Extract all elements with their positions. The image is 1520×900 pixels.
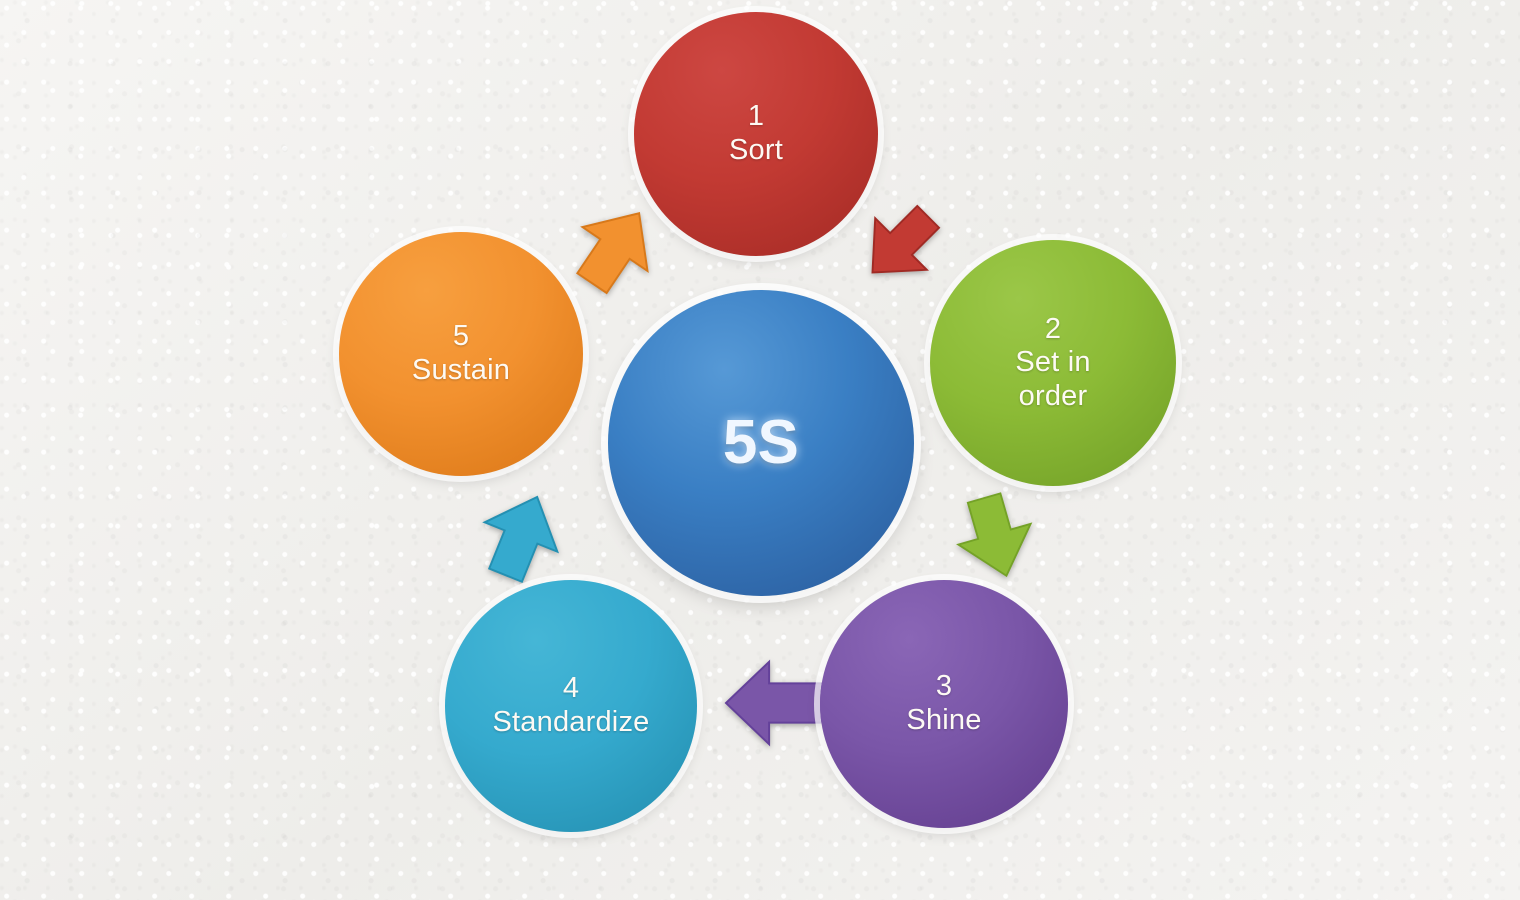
arrow-sustain-to-sort (575, 212, 649, 295)
node-standardize-name: Standardize (492, 706, 650, 738)
node-sustain[interactable]: 5 Sustain (339, 232, 583, 476)
node-sustain-label: 5 Sustain (406, 320, 516, 387)
center-node-5s[interactable]: 5S (608, 290, 914, 596)
node-set-in-order-label: 2 Set in order (1009, 313, 1096, 414)
node-standardize-label: 4 Standardize (487, 672, 656, 739)
center-node-label: 5S (722, 408, 800, 478)
node-set-in-order[interactable]: 2 Set in order (930, 240, 1176, 486)
node-shine-name: Shine (906, 704, 982, 736)
node-shine-number: 3 (935, 670, 953, 703)
node-shine-label: 3 Shine (900, 670, 987, 737)
node-sort-name: Sort (729, 134, 783, 166)
node-shine[interactable]: 3 Shine (820, 580, 1068, 828)
node-sort-number: 1 (747, 100, 765, 133)
arrow-set-in-order-to-shine (956, 492, 1033, 578)
arrow-standardize-to-sustain (482, 495, 560, 584)
node-set-in-order-name-line2: order (1018, 379, 1088, 412)
node-standardize[interactable]: 4 Standardize (445, 580, 697, 832)
arrow-shine-to-standardize (724, 659, 823, 747)
node-sustain-name: Sustain (411, 354, 511, 386)
node-sort-label: 1 Sort (723, 100, 789, 167)
arrow-sort-to-set-in-order (871, 204, 941, 274)
node-standardize-number: 4 (562, 672, 580, 705)
node-sustain-number: 5 (452, 320, 470, 353)
node-sort[interactable]: 1 Sort (634, 12, 878, 256)
node-set-in-order-number: 2 (1044, 312, 1062, 345)
node-set-in-order-name-line1: Set in (1015, 346, 1091, 379)
